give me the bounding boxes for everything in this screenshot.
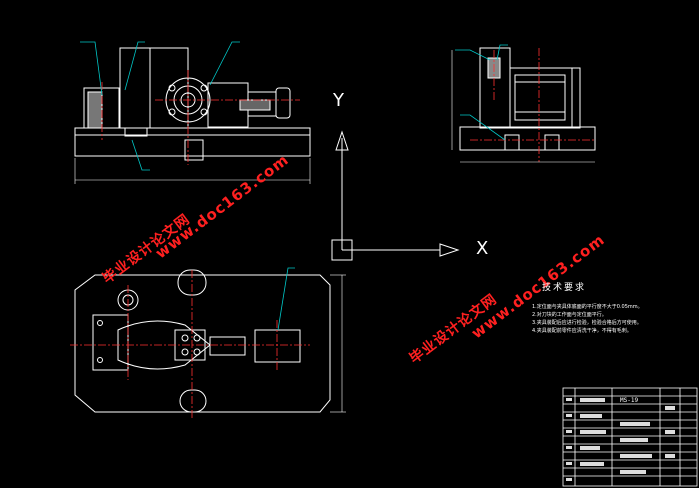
tech-note-1: 1.定位面与夹具体底面的平行度不大于0.05mm。 — [532, 304, 643, 310]
tech-note-3: 3.夹具装配后应进行检验，检验合格后方可使用。 — [532, 320, 642, 326]
top-view — [74, 269, 331, 413]
side-view-leaders — [455, 44, 508, 141]
front-view-dims — [74, 158, 311, 184]
front-view-leaders — [80, 41, 240, 171]
tech-note-2: 2.对刀块的工作面与定位面平行。 — [532, 312, 607, 318]
front-view — [74, 47, 311, 161]
x-axis-label: X — [476, 238, 489, 259]
title-block — [562, 387, 698, 487]
drawing-code: MS-19 — [620, 397, 639, 404]
side-view — [459, 47, 596, 151]
side-view-centerlines — [470, 48, 595, 162]
ucs-axes — [331, 130, 460, 261]
tech-note-4: 4.夹具装配前零件应清洗干净，不得有毛刺。 — [532, 328, 632, 334]
top-view-centerlines — [70, 270, 310, 420]
tech-notes: 技术要求 1.定位面与夹具体底面的平行度不大于0.05mm。 2.对刀块的工作面… — [532, 280, 643, 335]
front-view-centerlines — [101, 70, 300, 165]
top-view-dims — [330, 274, 346, 413]
y-axis-label: Y — [333, 90, 344, 111]
top-view-leaders — [277, 267, 295, 331]
side-view-dims — [451, 50, 595, 163]
title-block-fill — [566, 398, 675, 481]
tech-notes-title: 技术要求 — [542, 283, 587, 293]
